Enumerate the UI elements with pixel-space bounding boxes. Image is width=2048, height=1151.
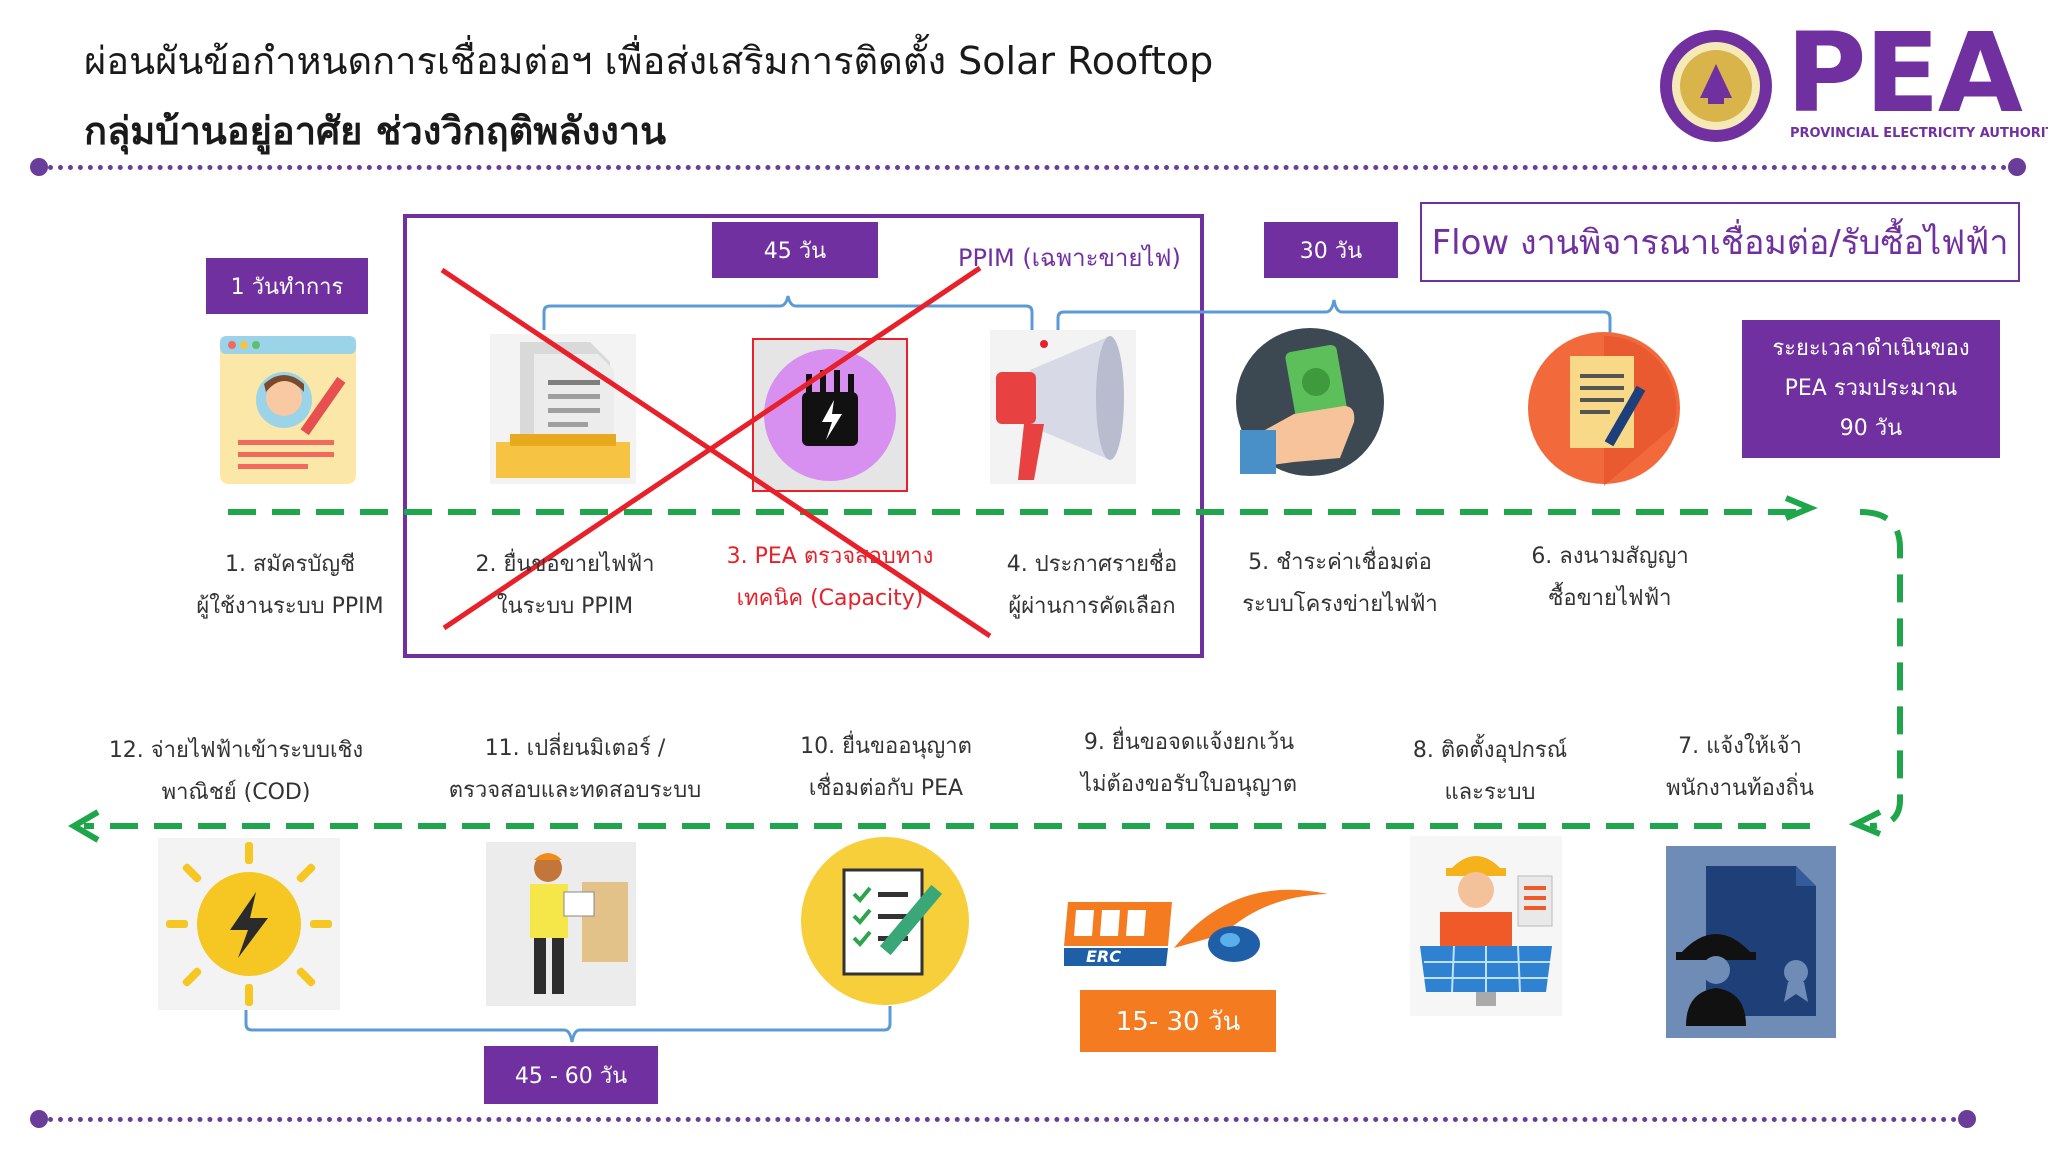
pea-seal-icon (1660, 30, 1772, 142)
top-divider (48, 165, 2008, 170)
step-1-line1: 1. สมัครบัญชี (224, 552, 356, 577)
erc-logo-text: ERC (1086, 947, 1121, 966)
sun-energy-icon (158, 838, 340, 1010)
bottom-divider (48, 1117, 1958, 1122)
step-8-line2: และระบบ (1444, 780, 1536, 805)
red-dot-marker (1040, 340, 1048, 348)
user-registration-icon (220, 336, 356, 484)
duration-cod: 45 - 60 วัน (484, 1046, 658, 1104)
arrow-bottom-head (68, 809, 100, 843)
step-3-line2: เทคนิค (Capacity) (736, 586, 924, 611)
step-10-line1: 10. ยื่นขออนุญาต (800, 734, 972, 759)
summary-duration-box: ระยะเวลาดำเนินของ PEA รวมประมาณ 90 วัน (1742, 320, 2000, 458)
step-1-line2: ผู้ใช้งานระบบ PPIM (196, 594, 384, 619)
duration-payment: 30 วัน (1264, 222, 1398, 278)
arrow-top-head (1784, 495, 1818, 521)
pea-logo-subtitle: PROVINCIAL ELECTRICITY AUTHORITY (1790, 126, 2048, 141)
step-9-label: 9. ยื่นขอจดแจ้งยกเว้น ไม่ต้องขอรับใบอนุญ… (1054, 722, 1324, 806)
arrow-right-head (1848, 809, 1882, 837)
step-2-line1: 2. ยื่นขอขายไฟฟ้า (475, 552, 655, 577)
step-12-label: 12. จ่ายไฟฟ้าเข้าระบบเชิง พาณิชย์ (COD) (96, 730, 376, 814)
page-title-line1: ผ่อนผันข้อกำหนดการเชื่อมต่อฯ เพื่อส่งเสร… (84, 39, 1214, 83)
pea-logo: PEA PROVINCIAL ELECTRICITY AUTHORITY (1656, 18, 2048, 146)
arrow-right-connector (1859, 509, 1903, 829)
step-12-line2: พาณิชย์ (COD) (161, 780, 311, 805)
payment-icon (1236, 328, 1384, 476)
step-11-line1: 11. เปลี่ยนมิเตอร์ / (484, 736, 666, 761)
step-3-label: 3. PEA ตรวจสอบทาง เทคนิค (Capacity) (700, 536, 960, 620)
step-2-line2: ในระบบ PPIM (496, 594, 634, 619)
step-5-label: 5. ชำระค่าเชื่อมต่อ ระบบโครงข่ายไฟฟ้า (1210, 542, 1470, 626)
step-7-line1: 7. แจ้งให้เจ้า (1678, 734, 1802, 759)
transformer-icon (764, 349, 896, 481)
checklist-approval-icon (801, 837, 969, 1005)
duration-erc: 15- 30 วัน (1080, 990, 1276, 1052)
divider-dot-right (2008, 158, 2026, 176)
step-8-label: 8. ติดตั้งอุปกรณ์ และระบบ (1370, 730, 1610, 814)
step-1-label: 1. สมัครบัญชี ผู้ใช้งานระบบ PPIM (160, 544, 420, 628)
step-10-label: 10. ยื่นขออนุญาต เชื่อมต่อกับ PEA (756, 726, 1016, 810)
step-8-line1: 8. ติดตั้งอุปกรณ์ (1412, 738, 1568, 763)
cross-line-1 (440, 267, 992, 639)
technical-check-frame (752, 338, 908, 492)
cross-line-2 (442, 265, 982, 631)
step-4-label: 4. ประกาศรายชื่อ ผู้ผ่านการคัดเลือก (962, 544, 1222, 628)
ppim-label: PPIM (เฉพาะขายไฟ) (958, 244, 1181, 272)
step-11-line2: ตรวจสอบและทดสอบระบบ (448, 778, 702, 803)
ppim-frame (403, 214, 1204, 658)
step-9-line2: ไม่ต้องขอรับใบอนุญาต (1080, 772, 1298, 797)
bracket-cod (244, 1006, 892, 1043)
bracket-payment (1056, 299, 1612, 336)
summary-line3: 90 วัน (1839, 416, 1903, 441)
step-3-line1: 3. PEA ตรวจสอบทาง (726, 544, 934, 569)
step-6-line1: 6. ลงนามสัญญา (1531, 544, 1689, 569)
step-5-line1: 5. ชำระค่าเชื่อมต่อ (1248, 550, 1432, 575)
step-4-line1: 4. ประกาศรายชื่อ (1006, 552, 1178, 577)
pea-logo-text: PEA (1786, 9, 2023, 137)
erc-logo-icon (1064, 889, 1328, 966)
bottom-divider-dot-left (30, 1110, 48, 1128)
step-9-line1: 9. ยื่นขอจดแจ้งยกเว้น (1083, 730, 1295, 755)
step-12-line1: 12. จ่ายไฟฟ้าเข้าระบบเชิง (108, 738, 364, 763)
flow-title-box: Flow งานพิจารณาเชื่อมต่อ/รับซื้อไฟฟ้า (1420, 202, 2020, 282)
step-6-line2: ซื้อขายไฟฟ้า (1548, 586, 1672, 611)
duration-ppim: 45 วัน (712, 222, 878, 278)
document-submit-icon (490, 334, 636, 484)
duration-step1: 1 วันทำการ (206, 258, 368, 314)
step-5-line2: ระบบโครงข่ายไฟฟ้า (1242, 592, 1438, 617)
bottom-divider-dot-right (1958, 1110, 1976, 1128)
erc-logo: ERC (1064, 884, 1334, 984)
step-10-line2: เชื่อมต่อกับ PEA (808, 776, 964, 801)
meter-inspector-icon (486, 842, 636, 1006)
step-7-line2: พนักงานท้องถิ่น (1666, 776, 1814, 801)
bracket-ppim (542, 295, 1034, 330)
contract-sign-icon (1528, 332, 1680, 486)
summary-line1: ระยะเวลาดำเนินของ (1772, 336, 1970, 361)
step-7-label: 7. แจ้งให้เจ้า พนักงานท้องถิ่น (1620, 726, 1860, 810)
local-officer-permit-icon (1666, 846, 1836, 1038)
step-4-line2: ผู้ผ่านการคัดเลือก (1008, 594, 1176, 619)
page-title-line2: กลุ่มบ้านอยู่อาศัย ช่วงวิกฤติพลังงาน (84, 109, 667, 153)
megaphone-icon (990, 330, 1136, 484)
solar-installer-icon (1410, 836, 1562, 1016)
step-11-label: 11. เปลี่ยนมิเตอร์ / ตรวจสอบและทดสอบระบบ (430, 728, 720, 812)
step-6-label: 6. ลงนามสัญญา ซื้อขายไฟฟ้า (1480, 536, 1740, 620)
step-2-label: 2. ยื่นขอขายไฟฟ้า ในระบบ PPIM (440, 544, 690, 628)
divider-dot-left (30, 158, 48, 176)
summary-line2: PEA รวมประมาณ (1784, 376, 1958, 401)
